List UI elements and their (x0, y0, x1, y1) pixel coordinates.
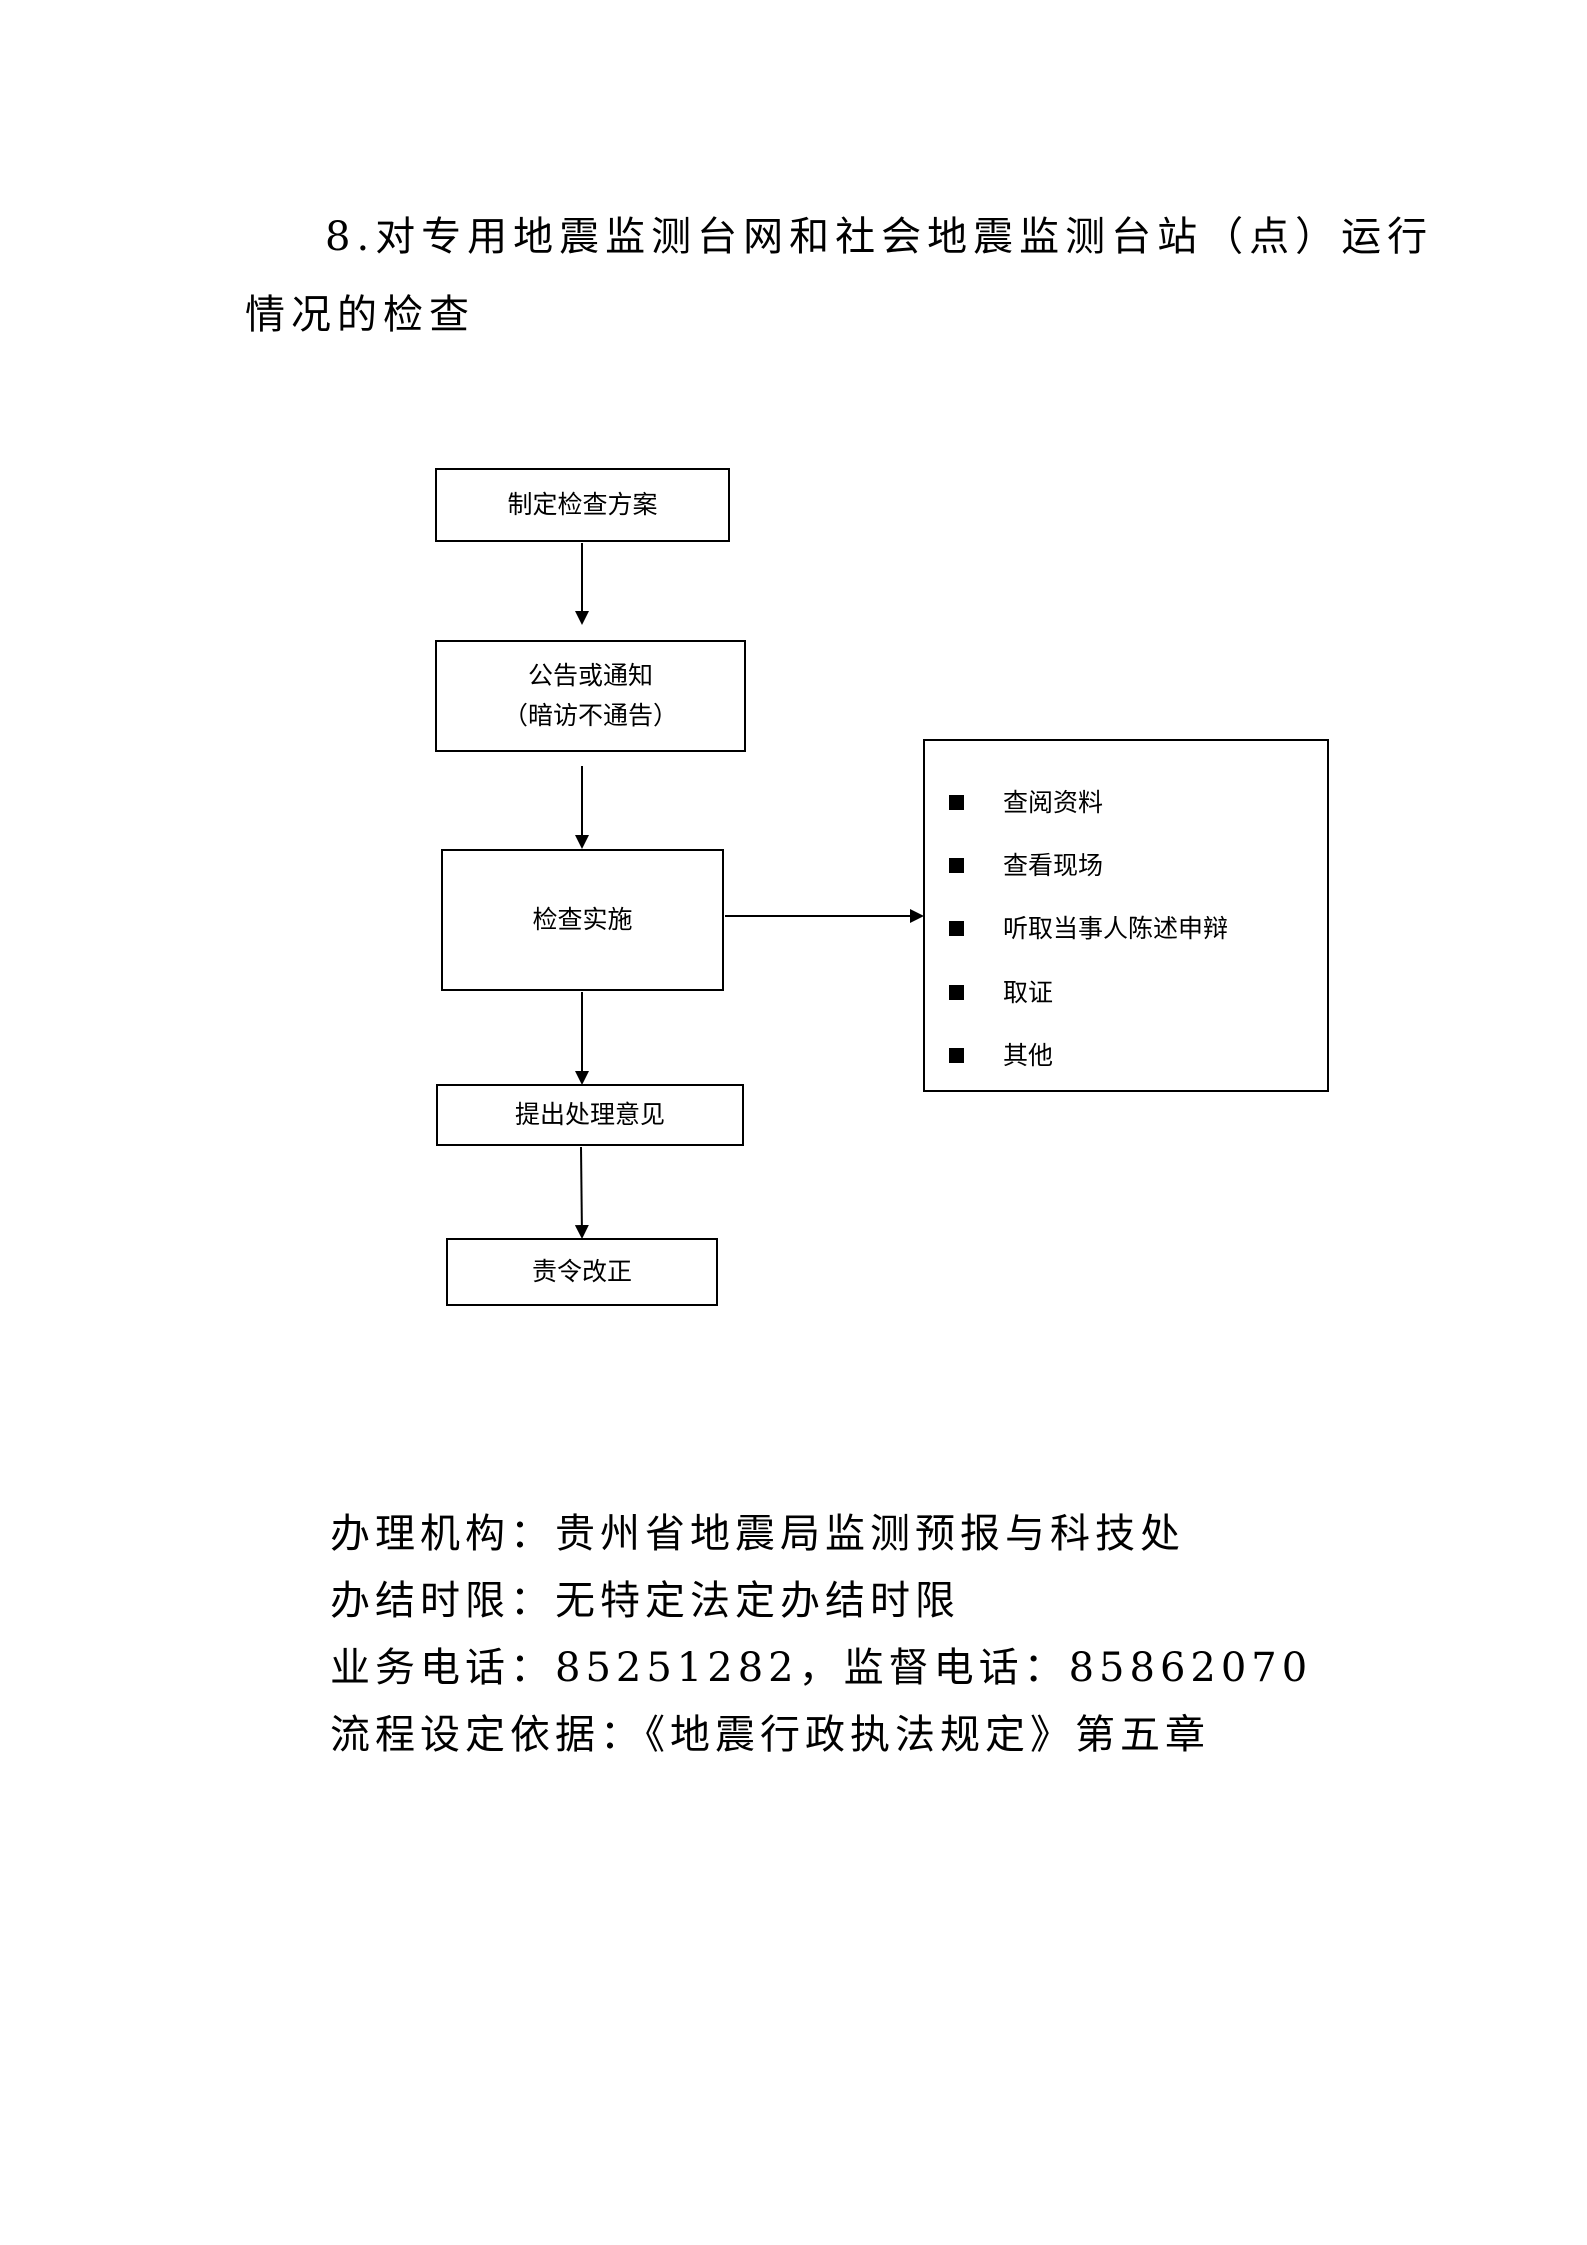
action-item: 查阅资料 (925, 783, 1327, 823)
flow-step-correct-label: 责令改正 (531, 1257, 632, 1286)
action-item: 听取当事人陈述申辩 (925, 909, 1327, 949)
flow-step-opinion-label: 提出处理意见 (514, 1100, 665, 1129)
square-bullet-icon (949, 1048, 964, 1063)
info-time-limit: 办结时限：无特定法定办结时限 (330, 1578, 960, 1624)
document-heading-line2: 情况的检查 (245, 292, 475, 338)
info-phones: 业务电话：85251282，监督电话：85862070 (330, 1645, 1313, 1691)
square-bullet-icon (949, 858, 964, 873)
action-item: 取证 (925, 973, 1327, 1013)
square-bullet-icon (949, 795, 964, 810)
info-basis: 流程设定依据：《地震行政执法规定》第五章 (330, 1712, 1210, 1758)
action-item-label: 查看现场 (1003, 851, 1104, 880)
flow-step-check-label: 检查实施 (532, 905, 633, 934)
flow-step-plan-label: 制定检查方案 (507, 490, 658, 519)
flow-step-check: 检查实施 (441, 849, 724, 991)
flow-step-notice: 公告或通知 （暗访不通告） (435, 640, 746, 752)
flow-actions-box: 查阅资料 查看现场 听取当事人陈述申辩 取证 其他 (923, 739, 1329, 1092)
action-item: 查看现场 (925, 846, 1327, 886)
action-item-label: 其他 (1003, 1041, 1054, 1070)
document-heading-line1: 8.对专用地震监测台网和社会地震监测台站（点）运行 (325, 214, 1434, 260)
flow-step-notice-label: 公告或通知 (527, 661, 653, 690)
arrow-opinion-to-correct (574, 1146, 589, 1239)
action-item-label: 查阅资料 (1003, 788, 1104, 817)
info-agency: 办理机构：贵州省地震局监测预报与科技处 (330, 1511, 1185, 1557)
flow-step-opinion: 提出处理意见 (436, 1084, 744, 1146)
square-bullet-icon (949, 985, 964, 1000)
flow-step-notice-note: （暗访不通告） (502, 701, 678, 730)
action-item: 其他 (925, 1036, 1327, 1076)
flow-step-correct: 责令改正 (446, 1238, 718, 1306)
flow-step-plan: 制定检查方案 (435, 468, 730, 542)
square-bullet-icon (949, 921, 964, 936)
action-item-label: 听取当事人陈述申辩 (1003, 914, 1229, 943)
action-item-label: 取证 (1003, 978, 1054, 1007)
